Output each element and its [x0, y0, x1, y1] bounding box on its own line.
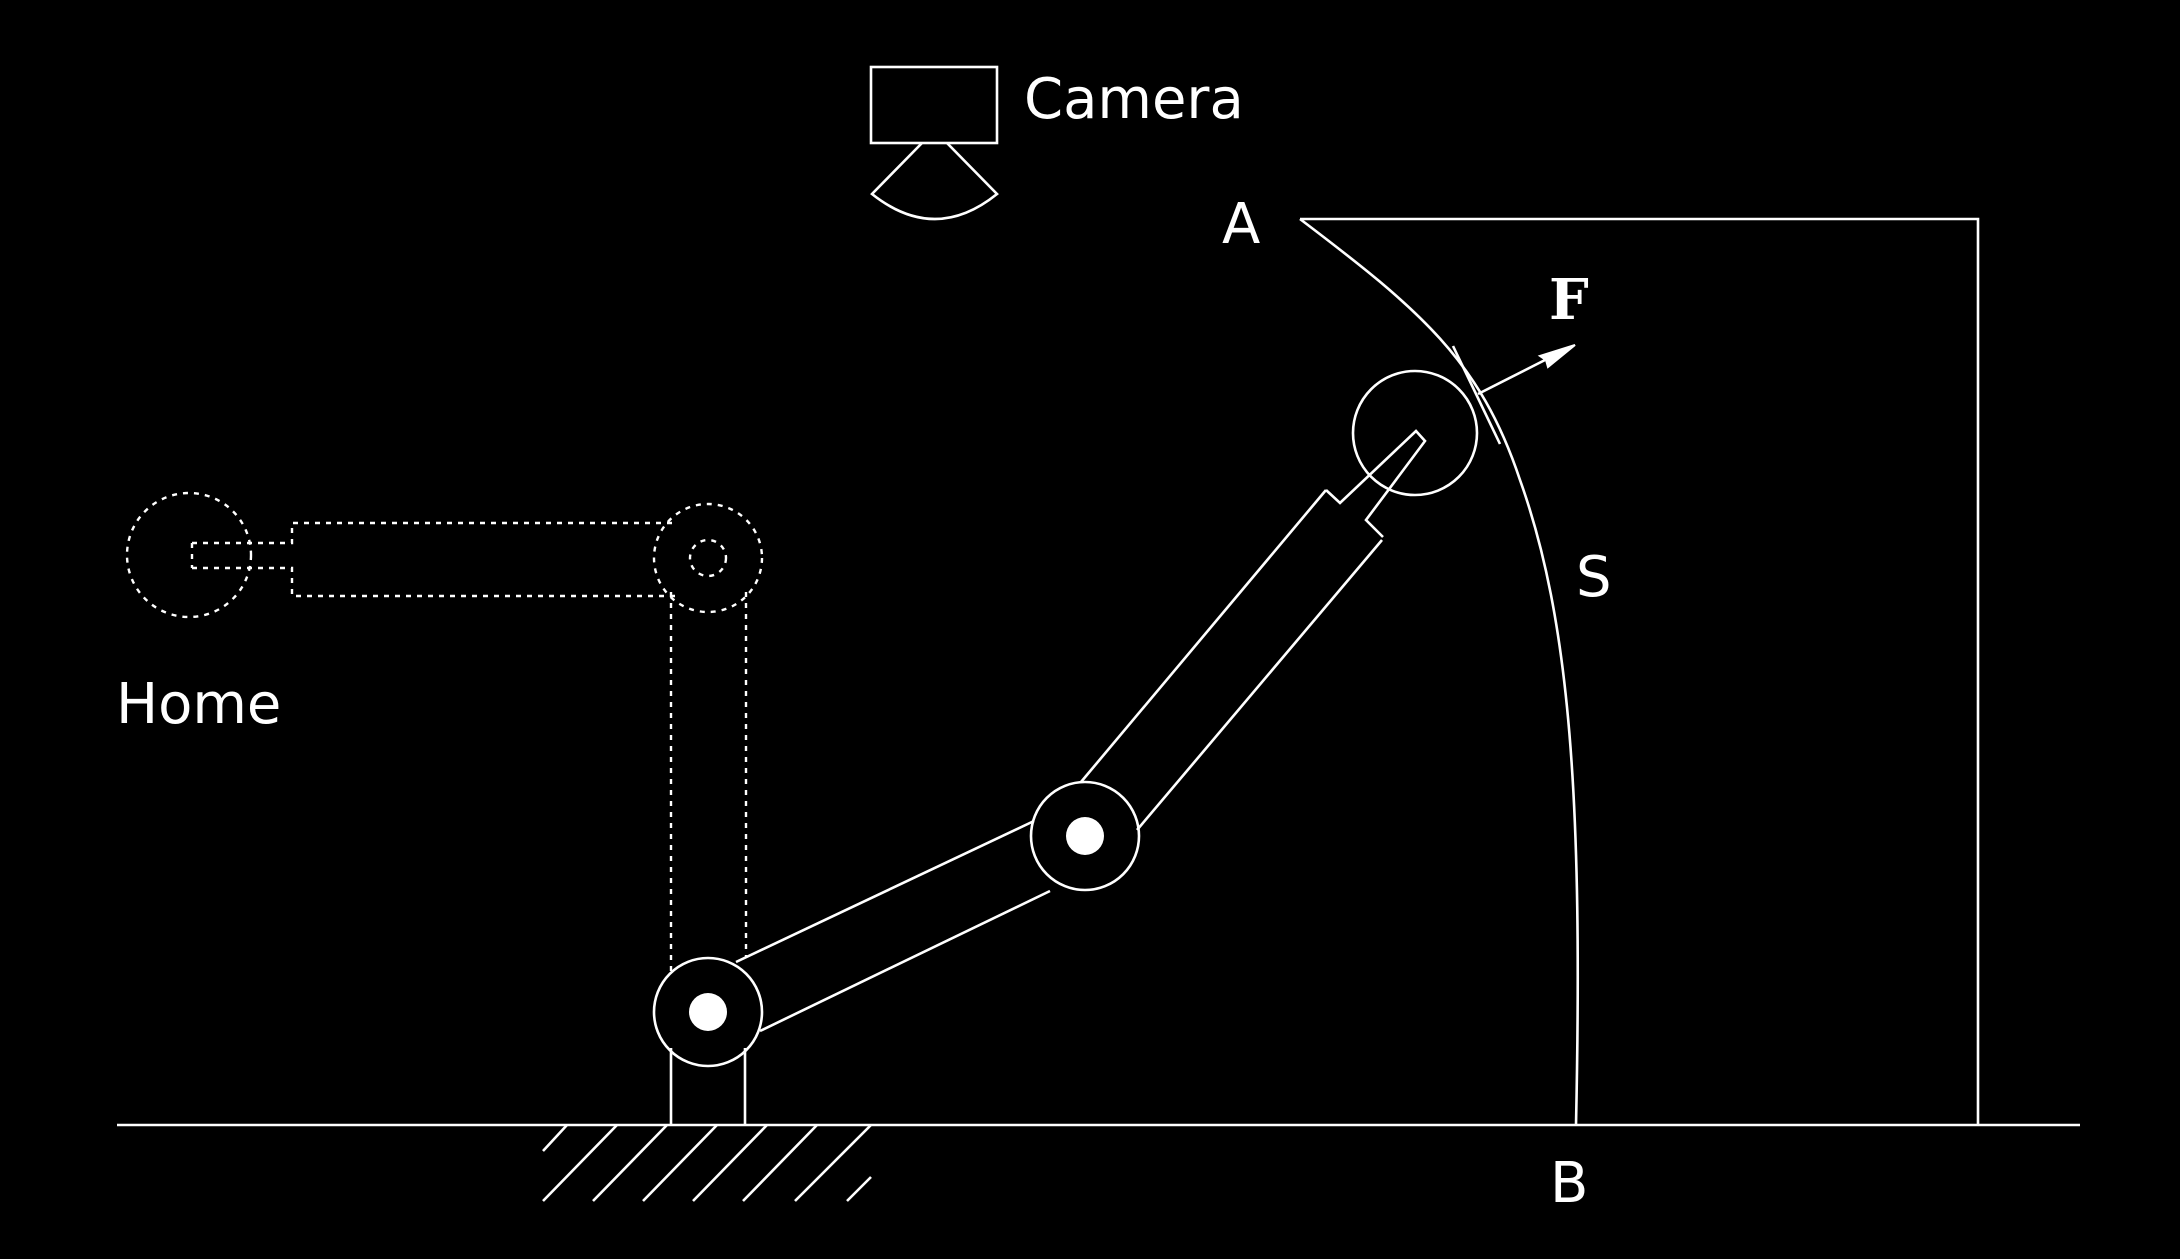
wrist-adapter — [1325, 429, 1427, 538]
point-b-label: B — [1550, 1151, 1588, 1216]
camera-label: Camera — [1024, 67, 1244, 132]
home-elbow-pin — [688, 538, 728, 578]
workspace-boundary — [1300, 217, 1980, 1125]
home-link-bottom — [192, 566, 675, 598]
home-label: Home — [116, 672, 281, 737]
upper-link — [1080, 429, 1427, 831]
lower-link — [735, 819, 1051, 1033]
base-joint-pin — [689, 993, 727, 1031]
end-effector — [1351, 369, 1479, 497]
camera-icon — [869, 65, 999, 221]
tangent-marker — [1451, 345, 1502, 445]
elbow-joint-pin — [1066, 817, 1104, 855]
robot-base — [652, 956, 764, 1125]
home-end-effector — [125, 491, 253, 619]
force-label: F — [1549, 267, 1589, 333]
elbow-joint — [1029, 780, 1141, 892]
home-link-top — [192, 521, 675, 545]
arrow-icon — [1477, 344, 1576, 396]
ground-hatch-icon — [542, 1124, 872, 1202]
home-elbow-joint — [652, 502, 764, 614]
base-joint — [652, 956, 764, 1068]
home-pose — [125, 491, 764, 975]
camera-body — [869, 65, 999, 145]
camera-lens — [870, 142, 999, 221]
surface-s-label: S — [1576, 545, 1612, 610]
surface-s-curve — [1299, 217, 1580, 1126]
point-a-label: A — [1222, 192, 1260, 257]
